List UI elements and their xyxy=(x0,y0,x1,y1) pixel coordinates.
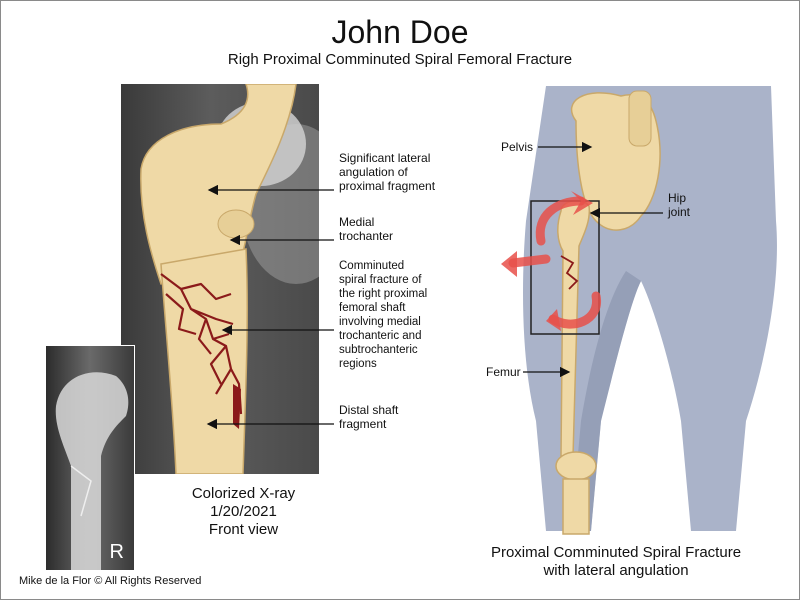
label-comminuted-fracture: Comminuted spiral fracture of the right … xyxy=(339,260,428,370)
raw-xray-femur xyxy=(55,372,129,570)
label-medial-trochanter: Medial trochanter xyxy=(339,215,394,243)
label-lateral-angulation: Significant lateral angulation of proxim… xyxy=(339,151,436,193)
body-caption: Proximal Comminuted Spiral Fracture with… xyxy=(490,544,742,579)
xray-caption: Colorized X-ray 1/20/2021 Front view xyxy=(191,485,296,538)
side-marker-r: R xyxy=(109,541,124,563)
inset-fracture-line xyxy=(70,465,92,517)
distal-shaft-shape xyxy=(160,248,248,474)
colorized-xray-panel xyxy=(121,84,319,474)
page-title: John Doe xyxy=(331,14,469,50)
rotation-arrowhead-lower xyxy=(546,309,561,331)
tibia-shape xyxy=(562,478,590,535)
lateral-arrowhead xyxy=(501,251,517,277)
page-subtitle: Righ Proximal Comminuted Spiral Femoral … xyxy=(227,51,573,68)
raw-xray-inset: R xyxy=(45,345,135,571)
rotation-arrow-upper xyxy=(535,196,586,246)
rotation-arrowhead-upper xyxy=(571,191,593,215)
copyright-credit: Mike de la Flor © All Rights Reserved xyxy=(19,575,202,587)
label-femur: Femur xyxy=(486,365,521,379)
colorized-femur-illustration xyxy=(140,84,319,474)
label-pelvis: Pelvis xyxy=(501,140,534,154)
inset-femur-shape xyxy=(55,372,129,570)
label-distal-fragment: Distal shaft fragment xyxy=(339,403,399,431)
knee-shape xyxy=(555,451,597,481)
femur-fracture-lines xyxy=(560,255,579,290)
label-hip-joint: Hip joint xyxy=(668,191,691,219)
lateral-arrow xyxy=(508,254,551,268)
fracture-lines xyxy=(160,273,243,415)
fracture-gap xyxy=(233,384,241,429)
spine-segment xyxy=(628,90,652,147)
proximal-fragment xyxy=(140,84,297,285)
